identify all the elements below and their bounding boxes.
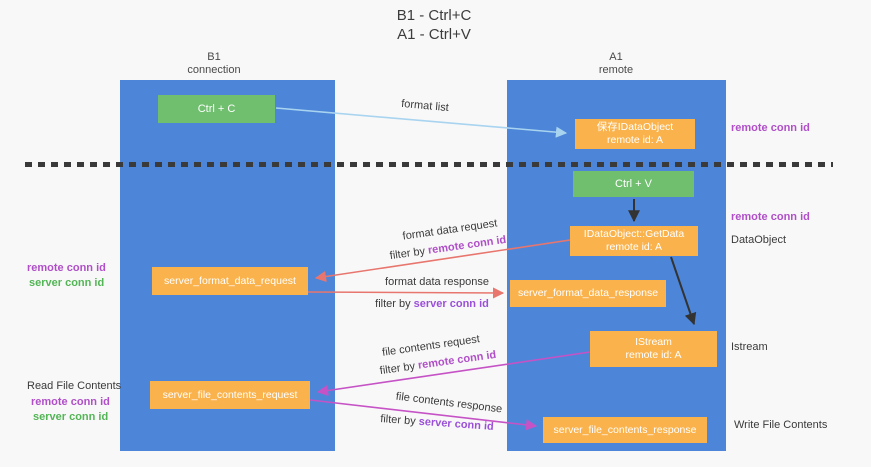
server-conn-id-highlight: server conn id xyxy=(418,415,495,433)
write-file-contents-label: Write File Contents xyxy=(734,419,828,431)
server-file-contents-request-box: server_file_contents_request xyxy=(150,381,310,409)
ctrl-c-box: Ctrl + C xyxy=(158,95,275,123)
lane-header-b1: B1 connection xyxy=(134,51,294,77)
right-remote-conn-id-label-2: remote conn id xyxy=(731,211,810,223)
lane-header-a1: A1 remote xyxy=(536,51,696,77)
dataobject-label: DataObject xyxy=(731,234,787,246)
filter-by-text: filter by xyxy=(389,244,429,263)
format-list-label: format list xyxy=(400,97,450,115)
filter-by-text: filter by xyxy=(379,413,420,428)
filter-by-text: filter by xyxy=(375,298,414,310)
title-line-2: A1 - Ctrl+V xyxy=(397,26,471,43)
idataobject-getdata-line1: IDataObject::GetData xyxy=(583,228,685,240)
left-server-conn-id-label-2: server conn id xyxy=(33,411,109,423)
lane-a1-name: A1 xyxy=(609,51,623,63)
format-data-response-arrow xyxy=(307,287,505,299)
server-file-contents-request-label: server_file_contents_request xyxy=(162,388,298,401)
lane-a1-role: remote xyxy=(598,64,634,76)
istream-line1: IStream xyxy=(635,336,672,348)
ctrl-v-label: Ctrl + V xyxy=(615,178,652,190)
ctrl-v-box: Ctrl + V xyxy=(573,171,694,197)
idataobject-getdata-line2: remote id: A xyxy=(605,241,663,253)
lane-b1-name: B1 xyxy=(207,51,221,63)
read-file-contents-label: Read File Contents xyxy=(27,380,122,392)
left-server-conn-id-label: server conn id xyxy=(29,277,105,289)
filter-by-text: filter by xyxy=(379,359,419,378)
server-conn-id-highlight: server conn id xyxy=(413,298,489,310)
right-remote-conn-id-label-1: remote conn id xyxy=(731,122,810,134)
server-file-contents-response-label: server_file_contents_response xyxy=(553,423,697,436)
save-idataobject-line1: 保存IDataObject xyxy=(596,121,674,133)
server-file-contents-response-box: server_file_contents_response xyxy=(543,417,707,443)
idataobject-getdata-box: IDataObject::GetData remote id: A xyxy=(570,226,698,256)
left-remote-conn-id-label-2: remote conn id xyxy=(31,396,110,408)
left-remote-conn-id-label: remote conn id xyxy=(27,262,106,274)
lane-b1-role: connection xyxy=(187,64,241,76)
phase-divider-dashed-line xyxy=(25,162,833,167)
server-format-data-response-label: server_format_data_response xyxy=(517,287,659,299)
ctrl-c-label: Ctrl + C xyxy=(197,103,236,115)
istream-margin-label: Istream xyxy=(731,341,768,353)
server-format-data-response-box: server_format_data_response xyxy=(510,280,666,307)
page-title: B1 - Ctrl+C A1 - Ctrl+V xyxy=(294,6,574,44)
istream-box: IStream remote id: A xyxy=(590,331,717,367)
server-format-data-request-label: server_format_data_request xyxy=(164,274,296,287)
server-format-data-request-box: server_format_data_request xyxy=(152,267,308,295)
format-data-response-filter-label: filter by server conn id xyxy=(322,298,542,310)
title-line-1: B1 - Ctrl+C xyxy=(396,7,472,24)
save-idataobject-box: 保存IDataObject remote id: A xyxy=(575,119,695,149)
save-idataobject-line2: remote id: A xyxy=(606,134,664,146)
istream-line2: remote id: A xyxy=(625,349,682,361)
format-data-response-label: format data response xyxy=(385,276,489,288)
